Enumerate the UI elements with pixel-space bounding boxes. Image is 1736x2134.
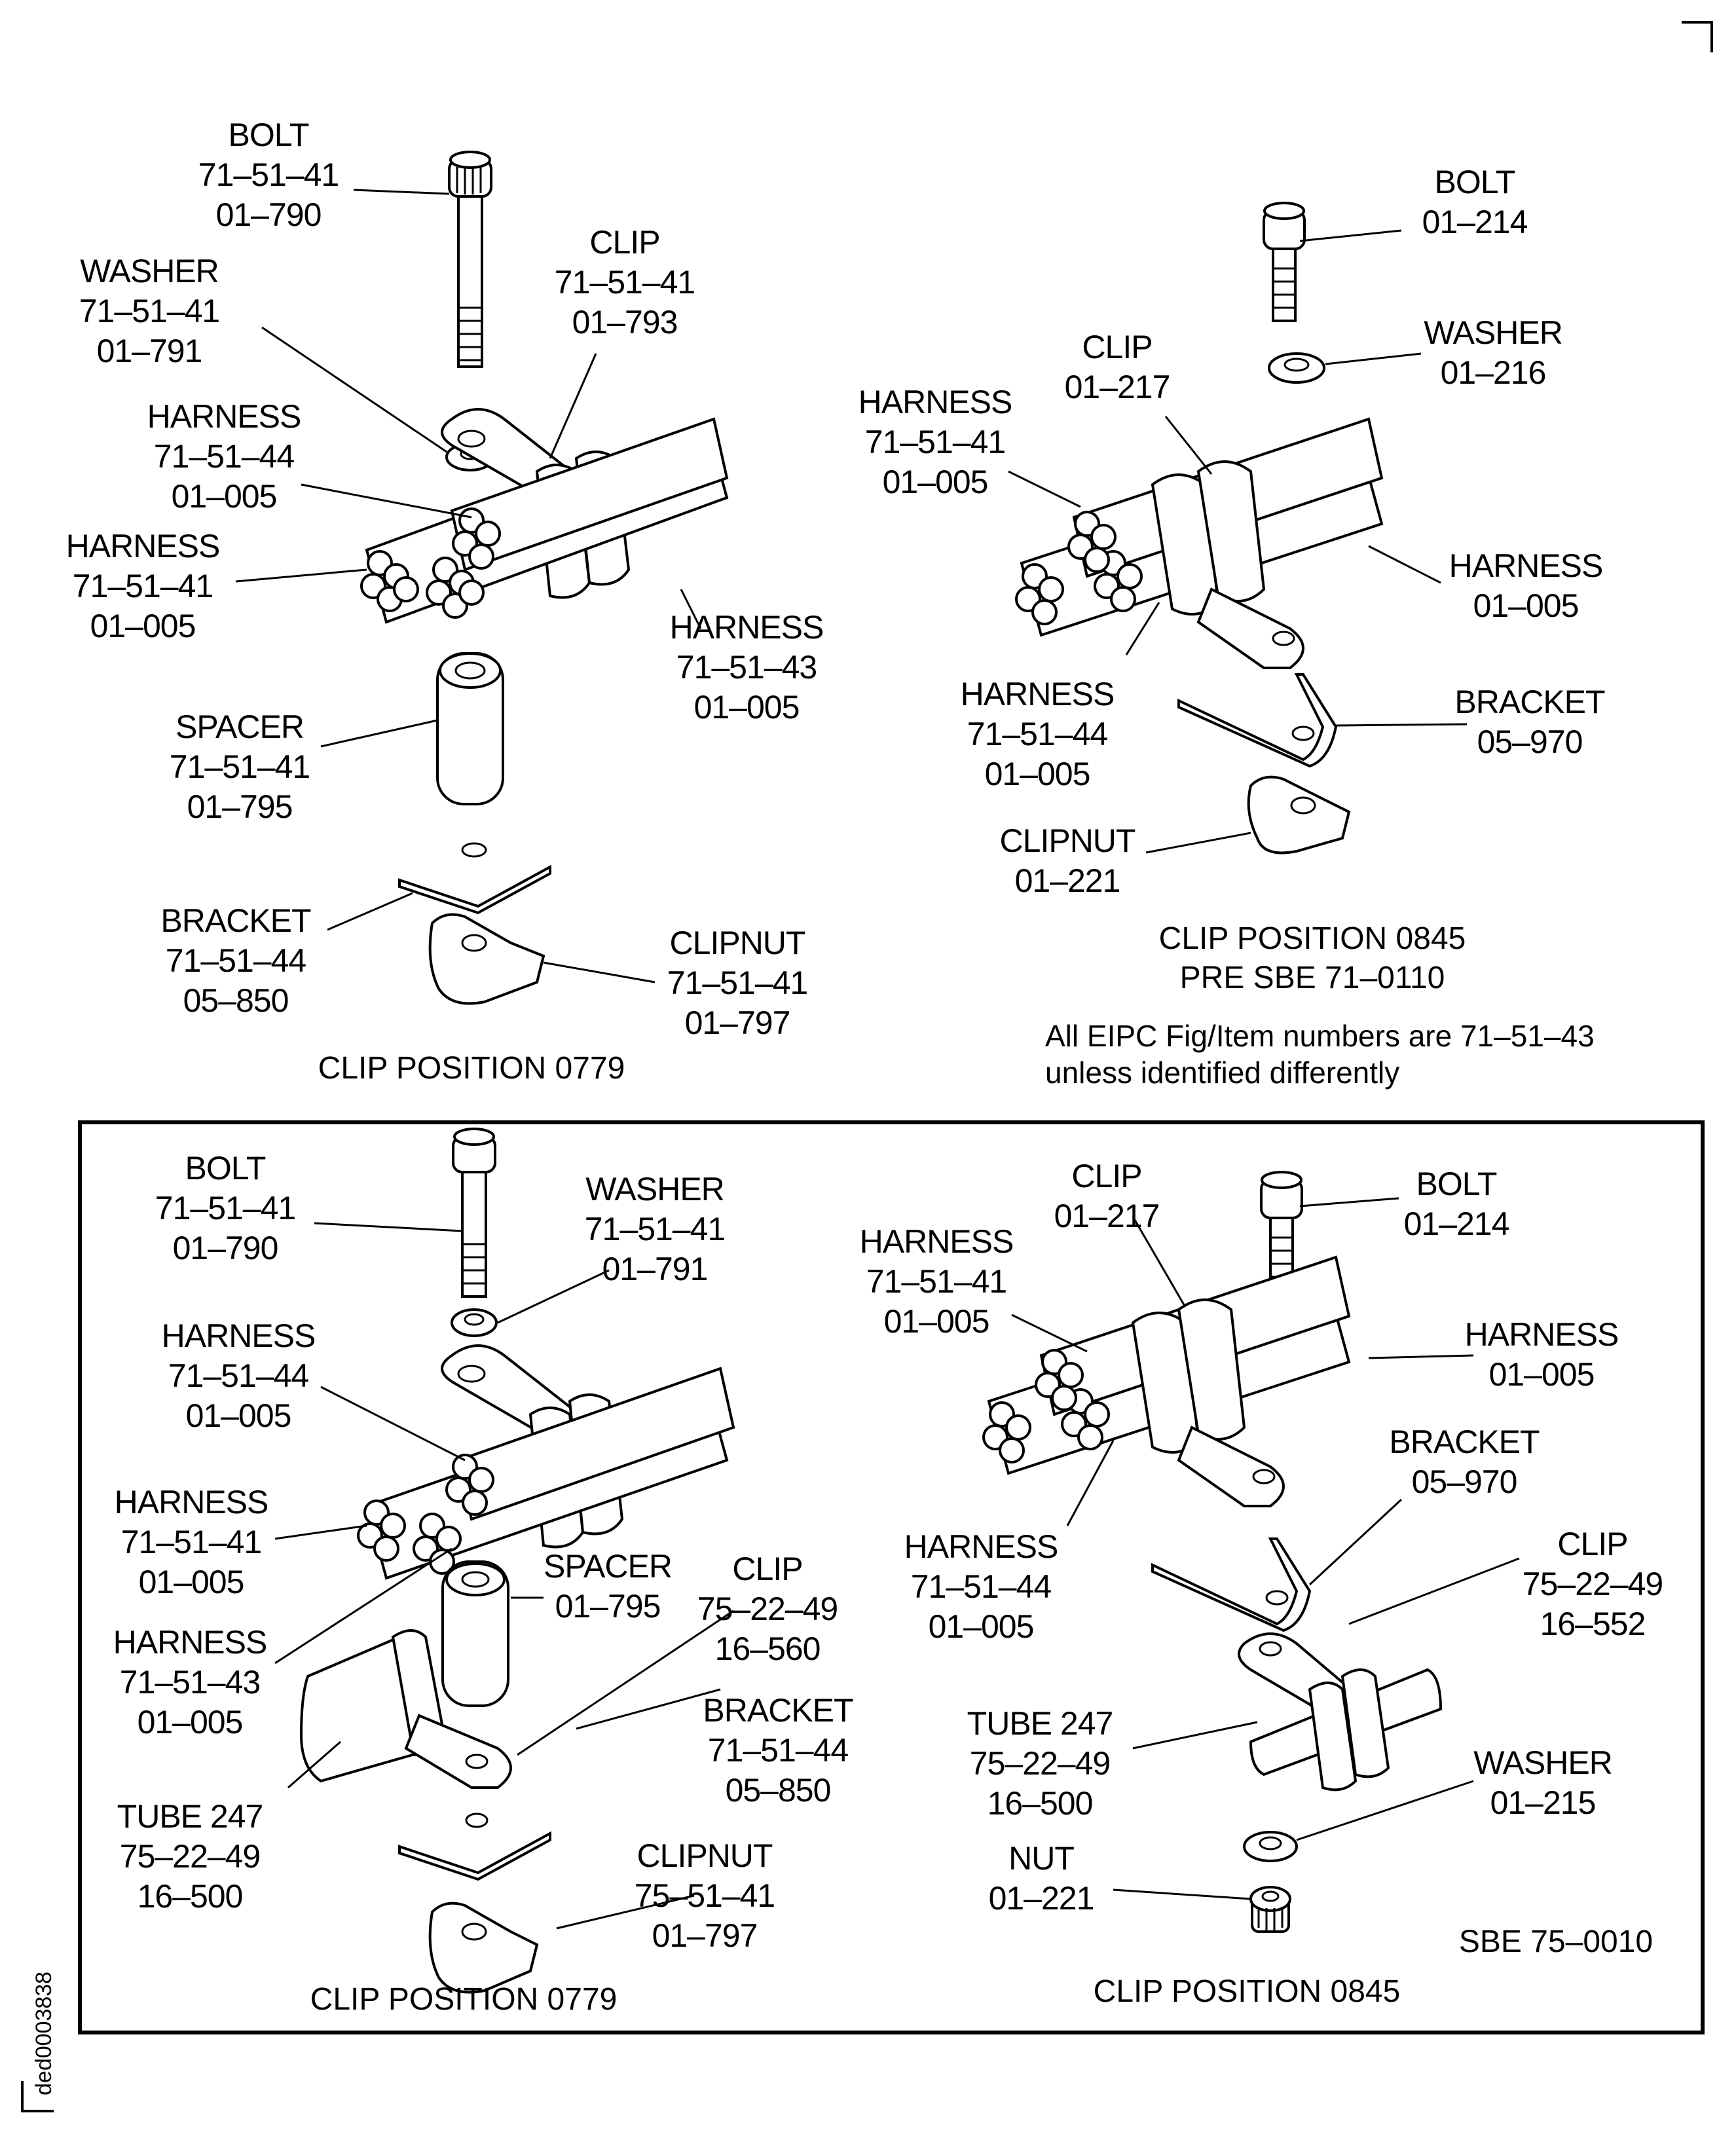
general-note: All EIPC Fig/Item numbers are 71–51–43 u… [1045, 1019, 1595, 1090]
tl-bracket-icon [398, 864, 551, 915]
sbe-post-mod-frame [78, 1120, 1705, 2034]
callout-bracket: BRACKET 05–970 [1454, 684, 1605, 760]
callout-harness-71-51-41: HARNESS 71–51–41 01–005 [858, 384, 1013, 500]
br-clip-icon [1131, 1298, 1285, 1507]
tr-washer-icon [1268, 352, 1325, 384]
callout-washer: WASHER 71–51–41 01–791 [584, 1171, 726, 1287]
callout-harness: HARNESS 01–005 [1449, 547, 1604, 624]
callout-spacer: SPACER 01–795 [544, 1548, 673, 1625]
bl-clipnut-icon [428, 1902, 539, 1994]
br-washer-icon [1243, 1831, 1298, 1862]
callout-harness-71-51-41: HARNESS 71–51–41 01–005 [114, 1484, 269, 1600]
tr-bolt-icon [1263, 202, 1306, 322]
bl-bolt-icon [452, 1128, 496, 1298]
callout-nut: NUT 01–221 [988, 1840, 1095, 1917]
callout-clip: CLIP 01–217 [1064, 329, 1171, 405]
callout-bracket: BRACKET 71–51–44 05–850 [703, 1692, 853, 1809]
callout-harness-71-51-44: HARNESS 71–51–44 01–005 [904, 1528, 1059, 1645]
callout-harness-71-51-41: HARNESS 71–51–41 01–005 [859, 1223, 1014, 1340]
callout-spacer: SPACER 71–51–41 01–795 [169, 708, 310, 825]
callout-clip: CLIP 71–51–41 01–793 [554, 224, 695, 340]
bl-washer-icon [451, 1308, 498, 1337]
callout-harness-71-51-43: HARNESS 71–51–43 01–005 [669, 609, 824, 726]
callout-clipnut: CLIPNUT 71–51–41 01–797 [667, 925, 808, 1041]
bl-bracket-icon [398, 1831, 551, 1881]
callout-harness-71-51-43: HARNESS 71–51–43 01–005 [113, 1624, 268, 1740]
callout-bolt: BOLT 71–51–41 01–790 [198, 117, 339, 233]
callout-tube-247: TUBE 247 75–22–49 16–500 [967, 1705, 1114, 1822]
sbe-reference: SBE 75–0010 [1458, 1924, 1653, 1959]
br-nut-icon [1249, 1886, 1291, 1933]
caption-clip-position: CLIP POSITION 0845 [1093, 1974, 1401, 2009]
br-tube-clip-icon [1238, 1632, 1443, 1792]
caption-clip-position: CLIP POSITION 0779 [310, 1982, 618, 2017]
callout-washer: WASHER 01–216 [1424, 314, 1563, 391]
tl-clipnut-icon [428, 913, 545, 1005]
tl-spacer-icon [436, 652, 504, 805]
callout-clip-16-552: CLIP 75–22–49 16–552 [1522, 1526, 1663, 1642]
bl-bracket-hole-icon [465, 1812, 489, 1828]
tl-bracket-hole-icon [461, 842, 487, 858]
callout-bracket: BRACKET 71–51–44 05–850 [160, 902, 311, 1019]
tl-harness-bundle-icon [360, 417, 729, 624]
callout-harness-71-51-41: HARNESS 71–51–41 01–005 [65, 528, 221, 644]
callout-bolt: BOLT 71–51–41 01–790 [155, 1150, 296, 1266]
callout-tube-247: TUBE 247 75–22–49 16–500 [117, 1798, 264, 1915]
callout-harness-71-51-44: HARNESS 71–51–44 01–005 [960, 676, 1115, 792]
tr-clipnut-icon [1247, 775, 1351, 855]
callout-bolt: BOLT 01–214 [1403, 1166, 1510, 1242]
callout-clipnut: CLIPNUT 01–221 [999, 822, 1136, 899]
tl-bolt-icon [448, 151, 492, 368]
callout-washer: WASHER 01–215 [1473, 1744, 1613, 1821]
callout-clipnut: CLIPNUT 75–51–41 01–797 [634, 1837, 775, 1954]
tr-bracket-icon [1177, 673, 1338, 768]
br-bracket-icon [1151, 1537, 1312, 1632]
caption-clip-position: CLIP POSITION 0845 PRE SBE 71–0110 [1158, 921, 1466, 995]
callout-bolt: BOLT 01–214 [1422, 164, 1528, 240]
callout-washer: WASHER 71–51–41 01–791 [79, 253, 220, 369]
tr-clip-icon [1151, 460, 1304, 669]
document-id: ded0003838 [31, 1971, 56, 2095]
caption-clip-position: CLIP POSITION 0779 [318, 1051, 625, 1086]
callout-bracket: BRACKET 05–970 [1389, 1424, 1540, 1500]
bl-harness-bundle-icon [357, 1367, 735, 1580]
callout-harness: HARNESS 01–005 [1464, 1316, 1619, 1393]
callout-harness-71-51-44: HARNESS 71–51–44 01–005 [147, 398, 302, 515]
callout-harness-71-51-44: HARNESS 71–51–44 01–005 [161, 1317, 316, 1434]
callout-clip: CLIP 75–22–49 16–560 [697, 1551, 838, 1667]
bl-spacer-icon [441, 1560, 509, 1707]
crop-mark-top-right [1682, 21, 1713, 52]
callout-clip-01-217: CLIP 01–217 [1054, 1158, 1160, 1234]
crop-mark-bottom-left [21, 2081, 54, 2112]
